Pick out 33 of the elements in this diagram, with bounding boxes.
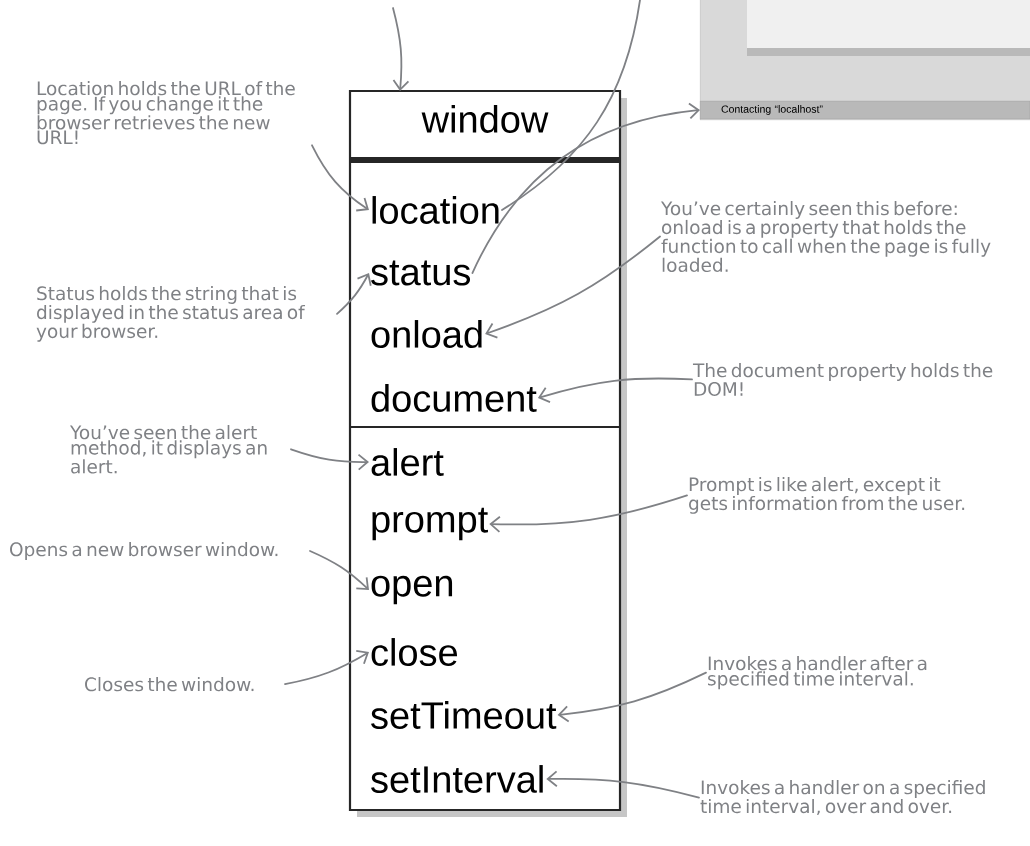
arrow [336, 273, 372, 315]
arrow [290, 448, 369, 471]
member-label: open [371, 575, 453, 605]
arrow [284, 650, 369, 686]
arrow [471, 102, 700, 274]
member-label: status [371, 260, 470, 286]
annotation-note: You’ve certainly seen this before: onload is a property that holds the function to call when the page is fully loaded. [661, 201, 991, 273]
arrow [392, 7, 410, 91]
annotation-note: Invokes a handler after a specified time interval. [708, 656, 927, 690]
status-bar: Contacting “localhost” [699, 100, 1030, 120]
annotation-note: Location holds the URL of the page. If you change it the browser retrieves the new URL! [37, 81, 295, 145]
member-label: setInterval [371, 765, 543, 793]
member-label: setTimeout [371, 701, 557, 729]
arrow [537, 377, 693, 404]
annotation-note: The document property holds the DOM! [692, 363, 993, 396]
arrow [489, 494, 688, 533]
annotation-note: Closes the window. [85, 677, 254, 692]
member-label: close [371, 638, 457, 666]
annotation-note: Invokes a handler on a specified time interval, over and over. [700, 780, 985, 816]
member-label: alert [371, 448, 444, 476]
annotation-note: You’ve seen the alert method, it displays an alert. [69, 425, 267, 474]
annotation-note: Prompt is like alert, except it gets information from the user. [689, 477, 965, 514]
annotation-note: Status holds the string that is displayed in the status area of your browser. [36, 286, 305, 342]
member-label: document [371, 384, 537, 412]
arrow [485, 235, 661, 339]
member-label: onload [371, 320, 482, 348]
arrow [309, 550, 369, 590]
member-label: location [372, 196, 499, 224]
arrow [311, 144, 369, 212]
arrow [546, 770, 700, 799]
member-label: prompt [372, 507, 488, 541]
arrow [557, 671, 707, 723]
annotation-note: Opens a new browser window. [10, 542, 278, 560]
